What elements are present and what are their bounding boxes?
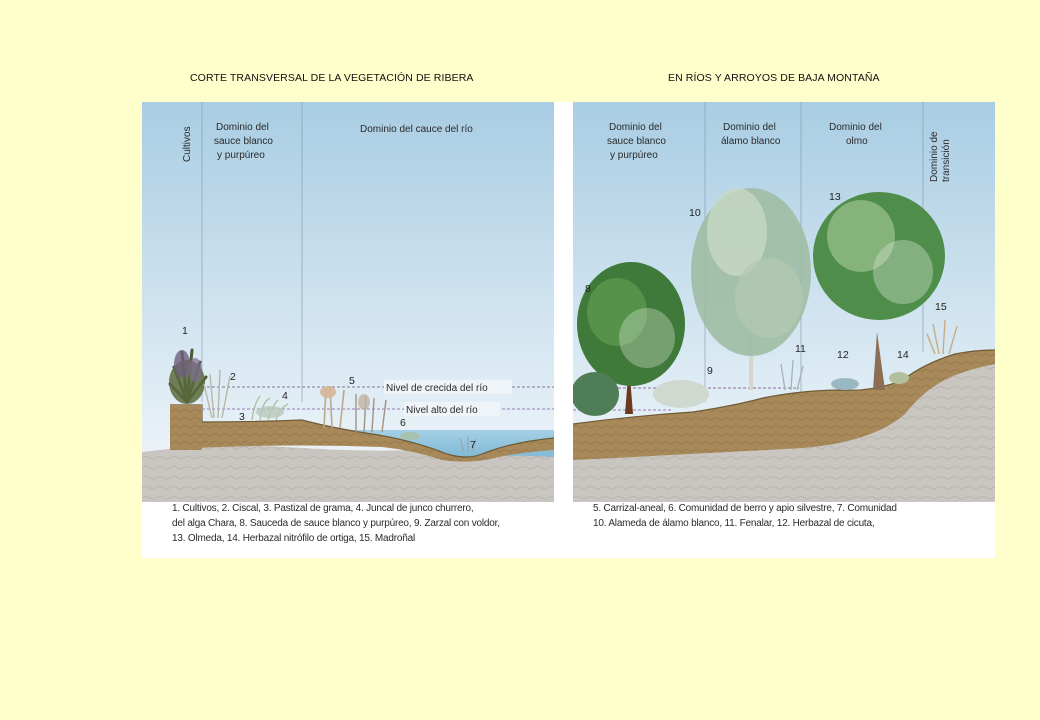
label-8: 8 <box>585 283 591 295</box>
label-4: 4 <box>282 390 288 402</box>
legend-line: 5. Carrizal-aneal, 6. Comunidad de berro… <box>593 503 897 514</box>
label-3: 3 <box>239 411 245 423</box>
chara-patch <box>459 436 477 453</box>
zone-label-cultivos: Cultivos <box>182 126 193 162</box>
label-9: 9 <box>707 365 713 377</box>
high-level-label-bg <box>404 402 500 416</box>
sauce-tree <box>573 262 685 416</box>
label-11: 11 <box>795 343 806 355</box>
zarzal-bush <box>653 380 709 408</box>
bedrock <box>573 360 995 502</box>
soil-top <box>573 349 995 425</box>
label-1: 1 <box>182 325 188 337</box>
alamo-tree <box>691 188 811 390</box>
label-14: 14 <box>897 349 909 361</box>
ortiga-patch <box>889 372 909 384</box>
zone-label-transicion: Dominio de transición <box>929 129 952 182</box>
carrizal-reeds <box>320 385 387 433</box>
label-2: 2 <box>230 371 236 383</box>
flood-level-label: Nivel de crecida del río <box>386 383 488 394</box>
madronal-shrub <box>926 319 958 355</box>
soil-left <box>170 405 202 450</box>
berro-patch <box>400 432 420 440</box>
olmo-tree <box>813 192 945 390</box>
cross-section-right-panel: Dominio del sauce blanco y purpúreo Domi… <box>573 102 995 502</box>
cicuta-patch <box>831 378 859 390</box>
fenalar-grass <box>780 359 804 391</box>
juncal-tuft <box>256 406 284 418</box>
pastizal-grass <box>251 395 289 421</box>
figure-frame: Cultivos Dominio del sauce blanco y purp… <box>142 102 995 558</box>
legend-line: del alga Chara, 8. Sauceda de sauce blan… <box>172 518 500 529</box>
soil-bank <box>170 405 554 462</box>
legend-line: 13. Olmeda, 14. Herbazal nitrófilo de or… <box>172 533 415 544</box>
ciscal-grass <box>203 369 231 419</box>
label-13: 13 <box>829 191 841 203</box>
zone-label-sauce: Dominio del sauce blanco y purpúreo <box>607 122 669 161</box>
zone-label-sauce: Dominio del sauce blanco y purpúreo <box>214 122 276 161</box>
cultivos-shrub <box>168 348 208 404</box>
label-5: 5 <box>349 375 355 387</box>
flood-level-label-bg <box>384 380 512 394</box>
soil-top <box>170 404 554 458</box>
soil-bank <box>573 350 995 460</box>
high-level-label: Nivel alto del río <box>406 405 478 416</box>
cross-section-left-panel: Cultivos Dominio del sauce blanco y purp… <box>142 102 554 502</box>
label-10: 10 <box>689 207 701 219</box>
title-right: EN RÍOS Y ARROYOS DE BAJA MONTAÑA <box>668 72 880 84</box>
title-left: CORTE TRANSVERSAL DE LA VEGETACIÓN DE RI… <box>190 72 474 84</box>
label-15: 15 <box>935 301 947 313</box>
label-12: 12 <box>837 349 849 361</box>
legend-line: 10. Alameda de álamo blanco, 11. Fenalar… <box>593 518 875 529</box>
label-7: 7 <box>470 439 476 451</box>
zone-label-olmo: Dominio del olmo <box>829 122 885 147</box>
legend-line: 1. Cultivos, 2. Ciscal, 3. Pastizal de g… <box>172 503 474 514</box>
zone-label-alamo: Dominio del álamo blanco <box>721 122 781 147</box>
label-6: 6 <box>400 417 406 429</box>
zone-label-cauce: Dominio del cauce del río <box>360 124 473 135</box>
